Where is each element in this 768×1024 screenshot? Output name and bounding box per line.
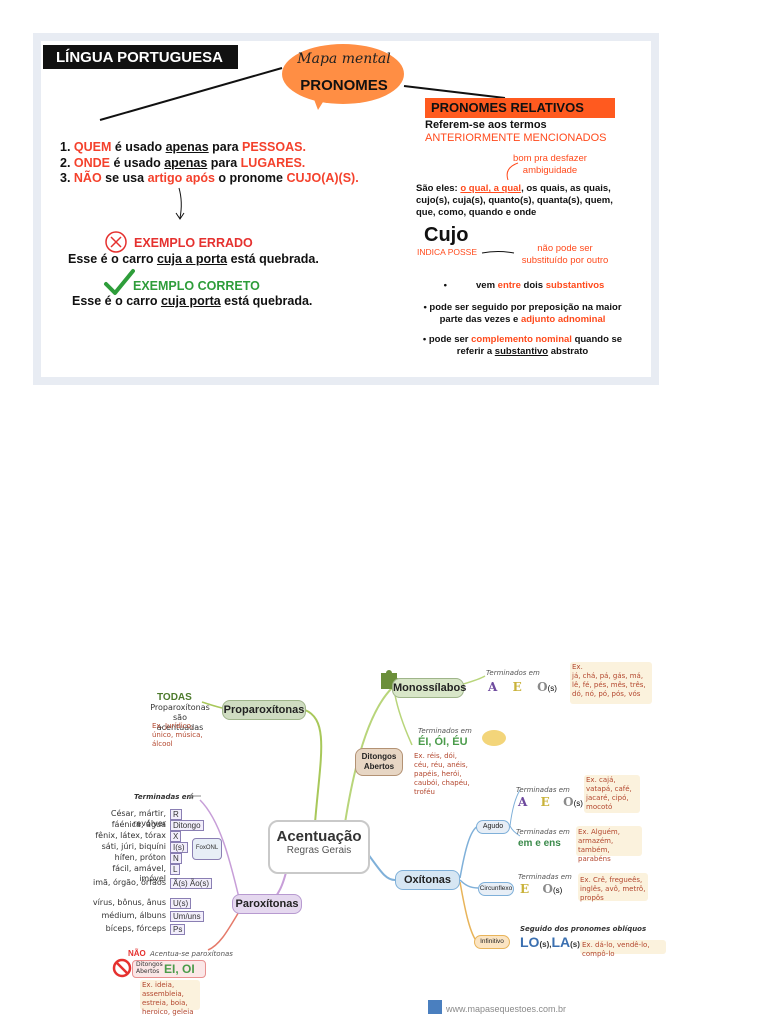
par-row-example: fácil, amável, imóvel (112, 864, 166, 883)
nao-example: Ex. ideia, assembleia, estreia, boia, he… (142, 981, 194, 1016)
mono-example: já, chá, pá, gás, má, lê, fé, pés, mês, … (572, 672, 646, 698)
watermark: www.mapasequestoes.com.br (446, 1004, 567, 1014)
wrong-example-label: EXEMPLO ERRADO (134, 236, 253, 250)
agudo-em-ens: em e ens (518, 838, 561, 849)
subject-title: LÍNGUA PORTUGUESA (43, 45, 238, 69)
paroxitonas-node: Paroxítonas (232, 894, 302, 914)
mono-terminados: Terminados em (486, 669, 540, 677)
inf-letters: LO(s),LA(s) (520, 934, 580, 950)
dit-example: Ex. réis, dói, céu, réu, anéis, papéis, … (414, 752, 470, 796)
refer-line-2: ANTERIORMENTE MENCIONADOS (425, 132, 607, 144)
right-example-label: EXEMPLO CORRETO (133, 279, 260, 293)
arrow-left-icon (189, 792, 201, 800)
bubble-title: PRONOMES (300, 77, 388, 94)
rule-1: 1. QUEM é usado apenas para PESSOAS. (60, 140, 306, 154)
agudo-example: Ex. cajá, vatapá, café, jacaré, cipó, mo… (586, 776, 632, 811)
forbidden-icon (112, 958, 132, 978)
agudo-example-box-2 (576, 826, 642, 856)
par-row-letter: Ditongo (170, 820, 204, 831)
par-row-example: fáénica, água (111, 820, 166, 829)
inf-example-box (580, 940, 666, 954)
par-row-letter: R (170, 809, 182, 820)
oxitonas-node: Oxítonas (395, 870, 460, 890)
infinitivo-node: Infinitivo (474, 935, 510, 949)
nao-text: Acentua-se paroxítonas (150, 950, 233, 958)
agudo-letters: A E O(s) (518, 795, 583, 809)
par-row-letter: Ã(s) Ão(s) (170, 878, 212, 889)
right-example-sentence: Esse é o carro cuja porta está quebrada. (72, 294, 313, 308)
circ-letters: E O(s) (520, 882, 563, 896)
nao-label: NÃO (128, 949, 146, 958)
note-ambiguity: bom pra desfazer ambiguidade (513, 153, 587, 176)
circ-example: Ex. Crê, fregueês, inglês, avô, metrô, p… (580, 876, 646, 902)
ditongos-node: Ditongos Abertos (355, 748, 403, 776)
relatives-list: São eles: o qual, a qual, os quais, as q… (416, 183, 613, 218)
par-row-letter: Um/uns (170, 911, 204, 922)
dit-terminados: Terminados em (418, 727, 472, 735)
nao-sub: Ditongos Abertos (136, 961, 163, 975)
todas-sub: Proparoxítonas são acentuadas (150, 703, 210, 732)
par-terminadas: Terminadas em (134, 793, 194, 801)
ditongos-sticker (482, 730, 506, 746)
watermark-logo-icon (428, 1000, 442, 1014)
par-row-letter: Ps (170, 924, 186, 935)
par-row-example: hífen, próton (114, 853, 166, 862)
indica-posse: INDICA POSSE (417, 247, 477, 257)
nao-box (132, 960, 206, 978)
agudo-terminadas-2: Terminadas em (516, 828, 570, 836)
nao-example-box (140, 980, 200, 1010)
par-row-example: imã, órgão, órfãos (93, 878, 166, 887)
bullet-1: • vem entre dois substantivos (443, 280, 605, 291)
par-row-letter: I(s) (170, 842, 188, 853)
center-title: Acentuação (276, 828, 362, 845)
par-row-example: sáti, júri, biquíni (101, 842, 166, 851)
par-row-letter: N (170, 853, 182, 864)
nao-letters: EI, OI (164, 962, 195, 976)
agudo-terminadas: Terminadas em (516, 786, 570, 794)
monossilabos-node: Monossílabos (392, 678, 466, 698)
bullet-2: • pode ser seguido por preposição na mai… (423, 302, 622, 325)
bubble-script: Mapa mental (297, 51, 391, 67)
wrong-example-sentence: Esse é o carro cuja a porta está quebrad… (68, 252, 319, 266)
agudo-node: Agudo (476, 820, 510, 834)
mono-ex-label: Ex. (572, 663, 583, 671)
cujo-title: Cujo (424, 224, 469, 246)
mono-letters: A E O(s) (488, 680, 557, 694)
par-row-letter: L (170, 864, 181, 875)
circ-terminadas: Terminadas em (518, 873, 572, 881)
center-node: Acentuação Regras Gerais (268, 820, 370, 874)
mind-map-bubble (282, 44, 404, 104)
agudo-example-2: Ex. Alguém, armazém, também, parabéns (578, 828, 620, 863)
circunflexo-node: Circunflexo (478, 882, 514, 896)
rule-2: 2. ONDE é usado apenas para LUGARES. (60, 156, 306, 170)
inf-example: Ex. dá-lo, vendê-lo, compô-lo (582, 941, 650, 958)
x-circle-icon (105, 231, 127, 253)
par-row-example: César, mártir, revólver (110, 809, 166, 828)
proparoxitonas-node: Proparoxítonas (222, 700, 306, 720)
rule-3: 3. NÃO se usa artigo após o pronome CUJO… (60, 171, 359, 185)
bubble-tail (312, 94, 328, 110)
relatives-title: PRONOMES RELATIVOS (425, 98, 615, 118)
circ-example-box (578, 873, 648, 901)
inf-term: Seguido dos pronomes oblíquos (520, 925, 647, 933)
refer-line-1: Referem-se aos termos (425, 119, 547, 131)
center-subtitle: Regras Gerais (286, 845, 352, 856)
dit-letters: ÉI, ÓI, ÉU (418, 736, 468, 748)
par-row-example: médium, álbuns (101, 911, 166, 920)
agudo-example-box (584, 775, 640, 813)
par-row-letter: U(s) (170, 898, 192, 909)
check-icon (104, 269, 135, 295)
todas-example: Ex. Jurídico, único, música, álcool (152, 722, 203, 748)
par-row-example: fênix, látex, tórax (95, 831, 166, 840)
par-row-letter: X (170, 831, 182, 842)
mono-example-box (570, 662, 652, 704)
par-row-example: bíceps, fórceps (105, 924, 166, 933)
todas-label: TODAS (157, 692, 192, 703)
par-note: FoxONL (192, 838, 222, 860)
bullet-3: • pode ser complemento nominal quando se… (422, 334, 623, 357)
note-not-substitutable: não pode ser substituído por outro (521, 243, 609, 266)
par-row-example: vírus, bônus, ânus (92, 898, 166, 907)
connector-lines (99, 67, 519, 254)
